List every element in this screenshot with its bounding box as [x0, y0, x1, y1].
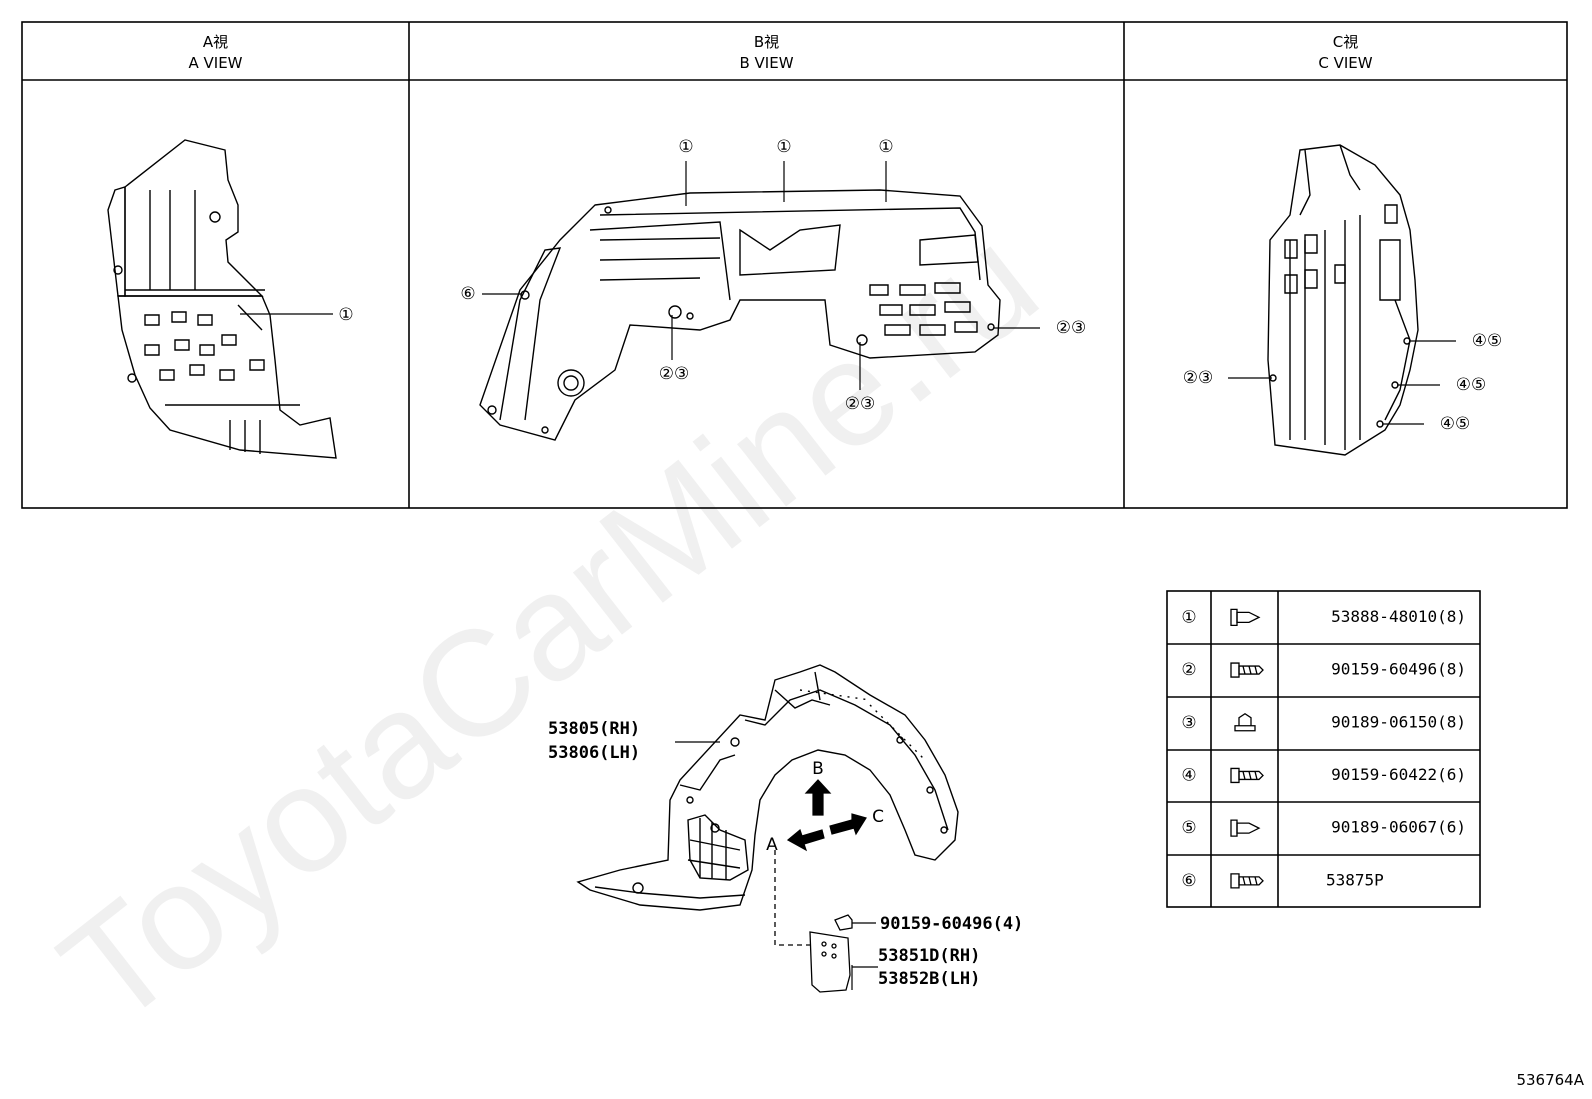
part-liner-rh: 53805(RH): [548, 719, 640, 739]
callout-b-23a: ②③: [659, 364, 689, 384]
part-liner-lh: 53806(LH): [548, 743, 640, 763]
fastener-row: ③ 90189-06150(8): [1181, 712, 1466, 733]
view-b-jp: B視: [753, 33, 780, 51]
fastener-row: ④ 90159-60422(6): [1181, 765, 1466, 786]
fastener-number: ④: [1181, 765, 1196, 785]
fastener-number: ⑥: [1181, 871, 1196, 891]
drawing-code: 536764A: [1516, 1071, 1584, 1089]
screw-icon: [1230, 873, 1264, 889]
fastener-row: ② 90159-60496(8): [1181, 660, 1466, 681]
fastener-part-number: 90159-60422(6): [1331, 765, 1466, 784]
callout-b-23b: ②③: [845, 394, 875, 414]
view-b-leaders: [482, 161, 1040, 390]
fastener-row: ⑤ 90189-06067(6): [1181, 818, 1466, 839]
callout-a-1: ①: [338, 305, 353, 325]
part-flap-rh: 53851D(RH): [878, 946, 980, 966]
fastener-number: ②: [1181, 660, 1196, 680]
callout-b-1b: ①: [776, 137, 791, 157]
fastener-row: ⑥ 53875P: [1181, 870, 1383, 891]
fastener-row: ① 53888-48010(8): [1181, 607, 1466, 628]
assembly-leaders: [675, 741, 878, 990]
callout-b-6: ⑥: [460, 284, 475, 304]
fastener-number: ⑤: [1181, 818, 1196, 838]
arrow-b-icon: [804, 779, 832, 816]
view-b-liner-drawing: [479, 189, 1001, 441]
arrow-c-label: C: [872, 807, 884, 827]
view-a-en: A VIEW: [188, 54, 243, 72]
views-frame: [21, 21, 1568, 509]
part-flap-lh: 53852B(LH): [878, 969, 980, 989]
screw-icon: [1230, 767, 1264, 784]
fastener-part-number: 90189-06150(8): [1331, 712, 1466, 731]
view-a-jp: A視: [202, 33, 229, 51]
arrow-c-icon: [829, 813, 867, 836]
view-a-liner-drawing: [107, 139, 337, 459]
view-c-title: C視 C VIEW: [1124, 32, 1567, 74]
callout-b-23c: ②③: [1056, 318, 1086, 338]
nut-icon: [1234, 712, 1256, 732]
fastener-table: ① 53888-48010(8) ② 90159-60496(8) ③ 90189-061…: [1181, 607, 1466, 891]
arrow-a-label: A: [766, 835, 778, 855]
view-c-jp: C視: [1332, 33, 1359, 51]
callout-c-45b: ④⑤: [1456, 375, 1486, 395]
view-b-title: B視 B VIEW: [409, 32, 1124, 74]
view-c-liner-drawing: [1267, 144, 1419, 456]
view-b-en: B VIEW: [739, 54, 794, 72]
clip-icon: [1230, 819, 1261, 837]
fastener-part-number: 53888-48010(8): [1331, 607, 1466, 626]
fastener-number: ①: [1181, 607, 1196, 627]
fender-liner-assembly-drawing: [576, 664, 959, 911]
callout-b-1c: ①: [878, 137, 893, 157]
fastener-number: ③: [1181, 713, 1196, 733]
arrow-a-icon: [786, 828, 825, 852]
view-c-en: C VIEW: [1318, 54, 1373, 72]
part-screw: 90159-60496(4): [880, 914, 1023, 934]
fastener-part-number: 90159-60496(8): [1331, 660, 1466, 679]
callout-c-45a: ④⑤: [1472, 331, 1502, 351]
direction-arrows: [786, 779, 867, 852]
fastener-part-number: 53875P: [1326, 870, 1384, 889]
callout-c-45c: ④⑤: [1440, 414, 1470, 434]
screw-icon: [1230, 662, 1264, 678]
callout-b-1a: ①: [678, 137, 693, 157]
fastener-table-grid: [1166, 590, 1481, 908]
clip-icon: [1230, 608, 1261, 626]
fastener-part-number: 90189-06067(6): [1331, 818, 1466, 837]
view-c-leaders: [1228, 340, 1456, 425]
mudflap-drawing: [774, 850, 876, 993]
callout-c-23: ②③: [1183, 368, 1213, 388]
view-a-title: A視 A VIEW: [22, 32, 409, 74]
arrow-b-label: B: [812, 759, 824, 779]
